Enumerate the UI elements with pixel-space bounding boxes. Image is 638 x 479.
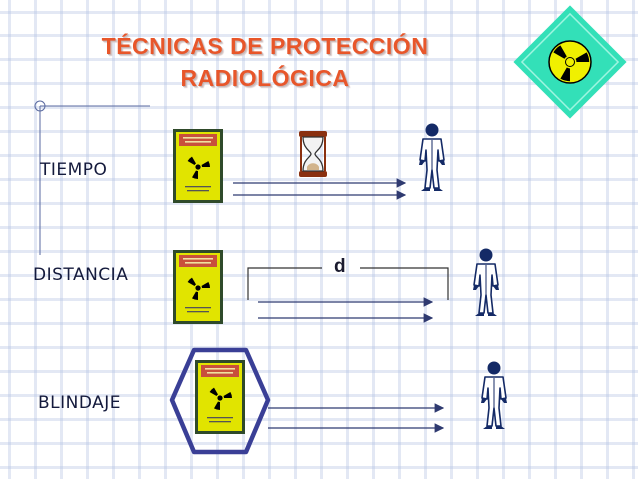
worker-figure-icon xyxy=(418,122,446,192)
worker-figure-icon xyxy=(480,360,508,430)
radiation-source-icon xyxy=(173,250,223,324)
distance-symbol: d xyxy=(334,256,346,277)
hourglass-icon xyxy=(299,131,327,177)
label-distancia: DISTANCIA xyxy=(33,265,129,285)
exposure-arrows xyxy=(268,403,445,433)
label-blindaje: BLINDAJE xyxy=(38,393,122,413)
exposure-arrows xyxy=(233,178,407,200)
exposure-arrows xyxy=(258,297,434,323)
radiation-source-icon xyxy=(195,360,245,434)
label-tiempo: TIEMPO xyxy=(40,160,108,180)
slide-guide-lines xyxy=(34,100,150,255)
slide-title: TÉCNICAS DE PROTECCIÓN RADIOLÓGICA xyxy=(60,30,470,94)
worker-figure-icon xyxy=(472,247,500,317)
shield-hexagon-icon xyxy=(169,347,271,455)
distance-bracket xyxy=(247,267,449,300)
radiation-source-icon xyxy=(173,129,223,203)
slide-title-line1: TÉCNICAS DE PROTECCIÓN xyxy=(101,33,429,59)
radioactive-logo-icon xyxy=(513,5,627,119)
slide-title-line2: RADIOLÓGICA xyxy=(180,65,350,91)
